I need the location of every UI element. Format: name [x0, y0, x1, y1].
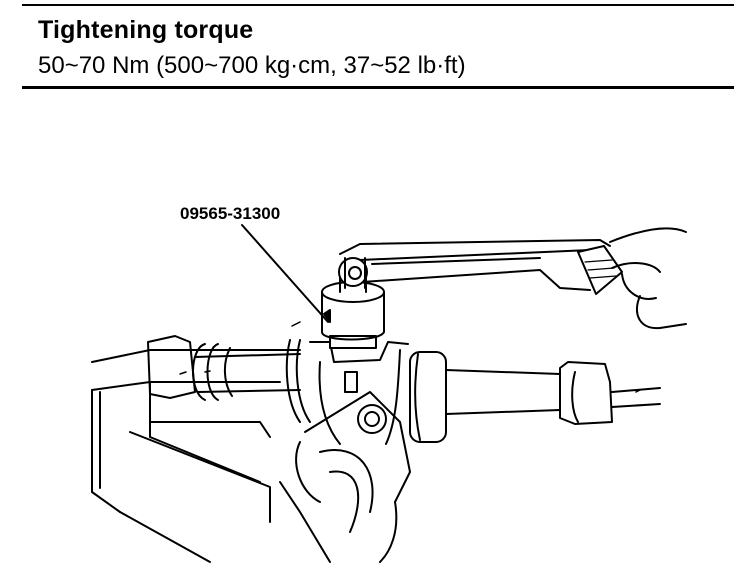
hand — [609, 227, 687, 330]
mount-bracket — [279, 391, 411, 563]
bottom-rule — [22, 86, 734, 89]
spec-header: Tightening torque 50~70 Nm (500~700 kg·c… — [0, 0, 752, 92]
gear-housing — [285, 339, 409, 445]
frame-structure — [91, 349, 301, 563]
tool-leader-line — [241, 224, 329, 323]
spec-title: Tightening torque — [38, 16, 254, 44]
torque-wrench-illustration: 09565-31300 — [91, 204, 687, 563]
tool-number-label: 09565-31300 — [180, 204, 280, 223]
torque-wrench — [338, 239, 623, 295]
detail-marks — [179, 321, 641, 393]
top-rule — [22, 4, 734, 6]
left-tube — [147, 335, 301, 401]
right-tube — [409, 351, 661, 443]
socket-tool — [321, 277, 385, 349]
torque-value: 50~70 Nm (500~700 kg·cm, 37~52 lb·ft) — [38, 52, 466, 79]
